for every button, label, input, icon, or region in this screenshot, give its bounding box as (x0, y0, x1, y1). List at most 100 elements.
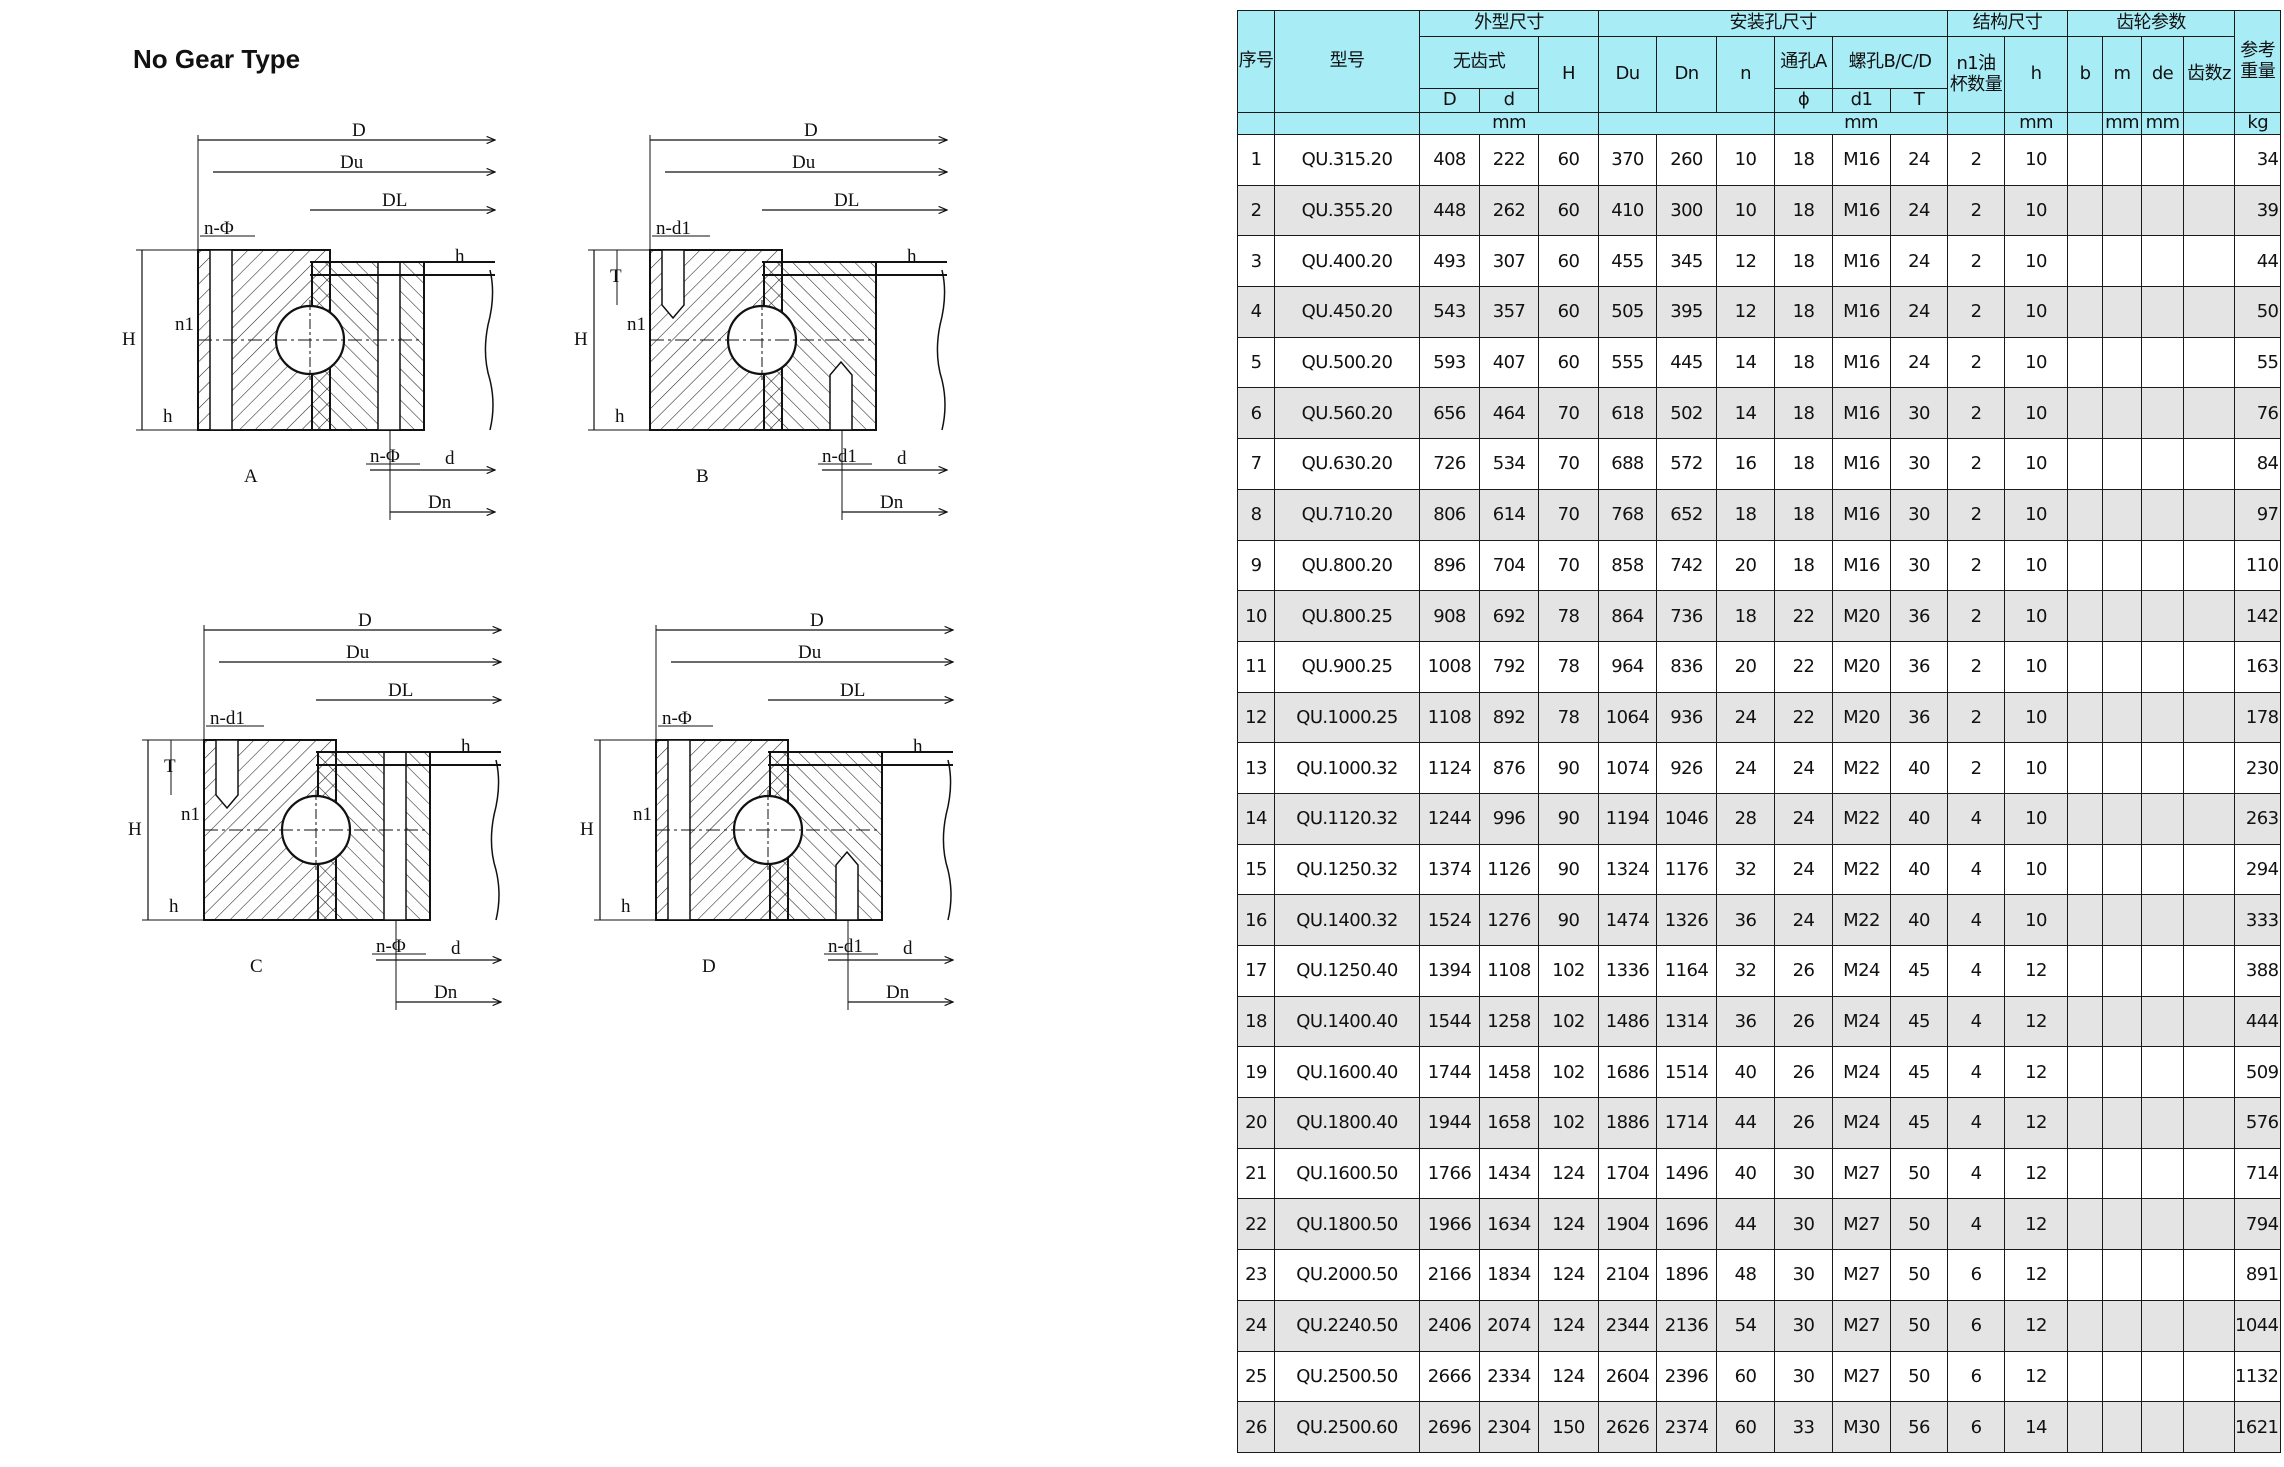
table-cell: 78 (1538, 590, 1599, 642)
table-cell: 18 (1774, 286, 1833, 338)
table-cell: 60 (1538, 134, 1599, 186)
table-cell (2067, 894, 2103, 946)
table-cell (2183, 640, 2235, 693)
table-cell: QU.1250.32 (1274, 843, 1420, 896)
table-cell: 1164 (1656, 945, 1717, 997)
table-cell: 1634 (1479, 1198, 1539, 1251)
table-cell: 26 (1774, 945, 1833, 997)
table-cell: M24 (1832, 1097, 1891, 1149)
table-cell: QU.1400.32 (1274, 894, 1420, 946)
table-cell: 1621 (2233, 1401, 2282, 1453)
table-cell (2183, 1401, 2235, 1453)
table-cell: QU.900.25 (1274, 640, 1420, 693)
table-cell: M24 (1832, 945, 1891, 997)
table-cell (2183, 1198, 2235, 1251)
table-cell: 50 (1890, 1249, 1948, 1301)
label-d: d (445, 448, 455, 469)
table-cell: 2 (1947, 387, 2005, 440)
table-cell: 22 (1774, 640, 1833, 693)
label-D: D (358, 610, 372, 631)
table-cell: 10 (2004, 235, 2068, 288)
table-cell: 652 (1656, 488, 1717, 541)
table-cell (2141, 590, 2184, 642)
table-cell: 10 (2004, 792, 2068, 845)
table-cell: 26 (1774, 995, 1833, 1048)
spec-table-container: 序号 型号 外型尺寸 安装孔尺寸 结构尺寸 齿轮参数 参考重量 无齿式 H Du… (1237, 10, 2282, 1453)
label-H: H (580, 819, 594, 840)
table-cell (2141, 792, 2184, 845)
table-cell (2102, 488, 2142, 541)
table-cell: 1008 (1419, 640, 1480, 693)
diagram-b: D Du DL n-d1 H T n1 h h n-d1 d Dn B (574, 120, 947, 520)
table-cell: 30 (1890, 438, 1948, 490)
table-cell: 20 (1716, 640, 1775, 693)
table-cell: 24 (1890, 134, 1948, 186)
header-no-gear: 无齿式 (1419, 36, 1539, 89)
table-cell: 4 (1947, 1097, 2005, 1149)
table-cell: 2 (1947, 184, 2005, 237)
table-cell (2102, 539, 2142, 592)
table-cell: QU.500.20 (1274, 336, 1420, 389)
table-cell: 14 (1237, 792, 1275, 845)
table-cell: 45 (1890, 1046, 1948, 1099)
table-cell: 24 (1237, 1299, 1275, 1352)
table-cell: 178 (2233, 691, 2282, 744)
table-cell: 26 (1774, 1046, 1833, 1099)
table-cell (2102, 590, 2142, 642)
table-cell: 36 (1716, 995, 1775, 1048)
table-cell (2141, 336, 2184, 389)
table-cell: 10 (2004, 438, 2068, 490)
table-cell (2102, 387, 2142, 440)
table-cell: QU.355.20 (1274, 184, 1420, 237)
table-cell: 1374 (1419, 843, 1480, 896)
table-cell: 1686 (1598, 1046, 1657, 1099)
table-cell: 4 (1947, 843, 2005, 896)
table-cell: 9 (1237, 539, 1275, 592)
table-cell: 30 (1774, 1299, 1833, 1352)
label-DL: DL (840, 680, 865, 701)
label-Dn: Dn (886, 982, 910, 1003)
table-cell (2183, 1147, 2235, 1200)
table-cell: QU.2500.50 (1274, 1350, 1420, 1403)
header-weight: 参考重量 (2233, 10, 2282, 113)
table-cell: 614 (1479, 488, 1539, 541)
table-cell: 22 (1774, 590, 1833, 642)
table-cell: 50 (1890, 1147, 1948, 1200)
table-cell (2067, 1097, 2103, 1149)
table-cell: 448 (1419, 184, 1480, 237)
label-h-top: h (461, 736, 471, 757)
header-d: d (1479, 88, 1539, 113)
table-cell: 60 (1538, 286, 1599, 338)
table-cell (2183, 387, 2235, 440)
table-cell (2067, 184, 2103, 237)
header-D: D (1419, 88, 1480, 113)
table-cell: 2334 (1479, 1350, 1539, 1403)
table-cell: 892 (1479, 691, 1539, 744)
table-cell: 964 (1598, 640, 1657, 693)
table-cell: 876 (1479, 742, 1539, 794)
table-cell (2183, 742, 2235, 794)
table-cell: QU.1250.40 (1274, 945, 1420, 997)
table-cell: 24 (1890, 184, 1948, 237)
table-cell: 1766 (1419, 1147, 1480, 1200)
header-de: de (2141, 36, 2184, 113)
table-cell: M30 (1832, 1401, 1891, 1453)
table-cell: 455 (1598, 235, 1657, 288)
table-cell (2067, 742, 2103, 794)
table-cell (2141, 691, 2184, 744)
table-cell: 32 (1716, 945, 1775, 997)
table-cell: 2 (1947, 286, 2005, 338)
table-cell: 124 (1538, 1299, 1599, 1352)
page-title: No Gear Type (133, 44, 301, 74)
table-cell: 90 (1538, 894, 1599, 946)
table-cell: 1244 (1419, 792, 1480, 845)
table-cell: 2626 (1598, 1401, 1657, 1453)
table-cell: M27 (1832, 1249, 1891, 1301)
table-cell: 18 (1774, 134, 1833, 186)
header-unit-mm-install: mm (1774, 112, 1948, 135)
table-cell: 16 (1237, 894, 1275, 946)
table-cell: 688 (1598, 438, 1657, 490)
